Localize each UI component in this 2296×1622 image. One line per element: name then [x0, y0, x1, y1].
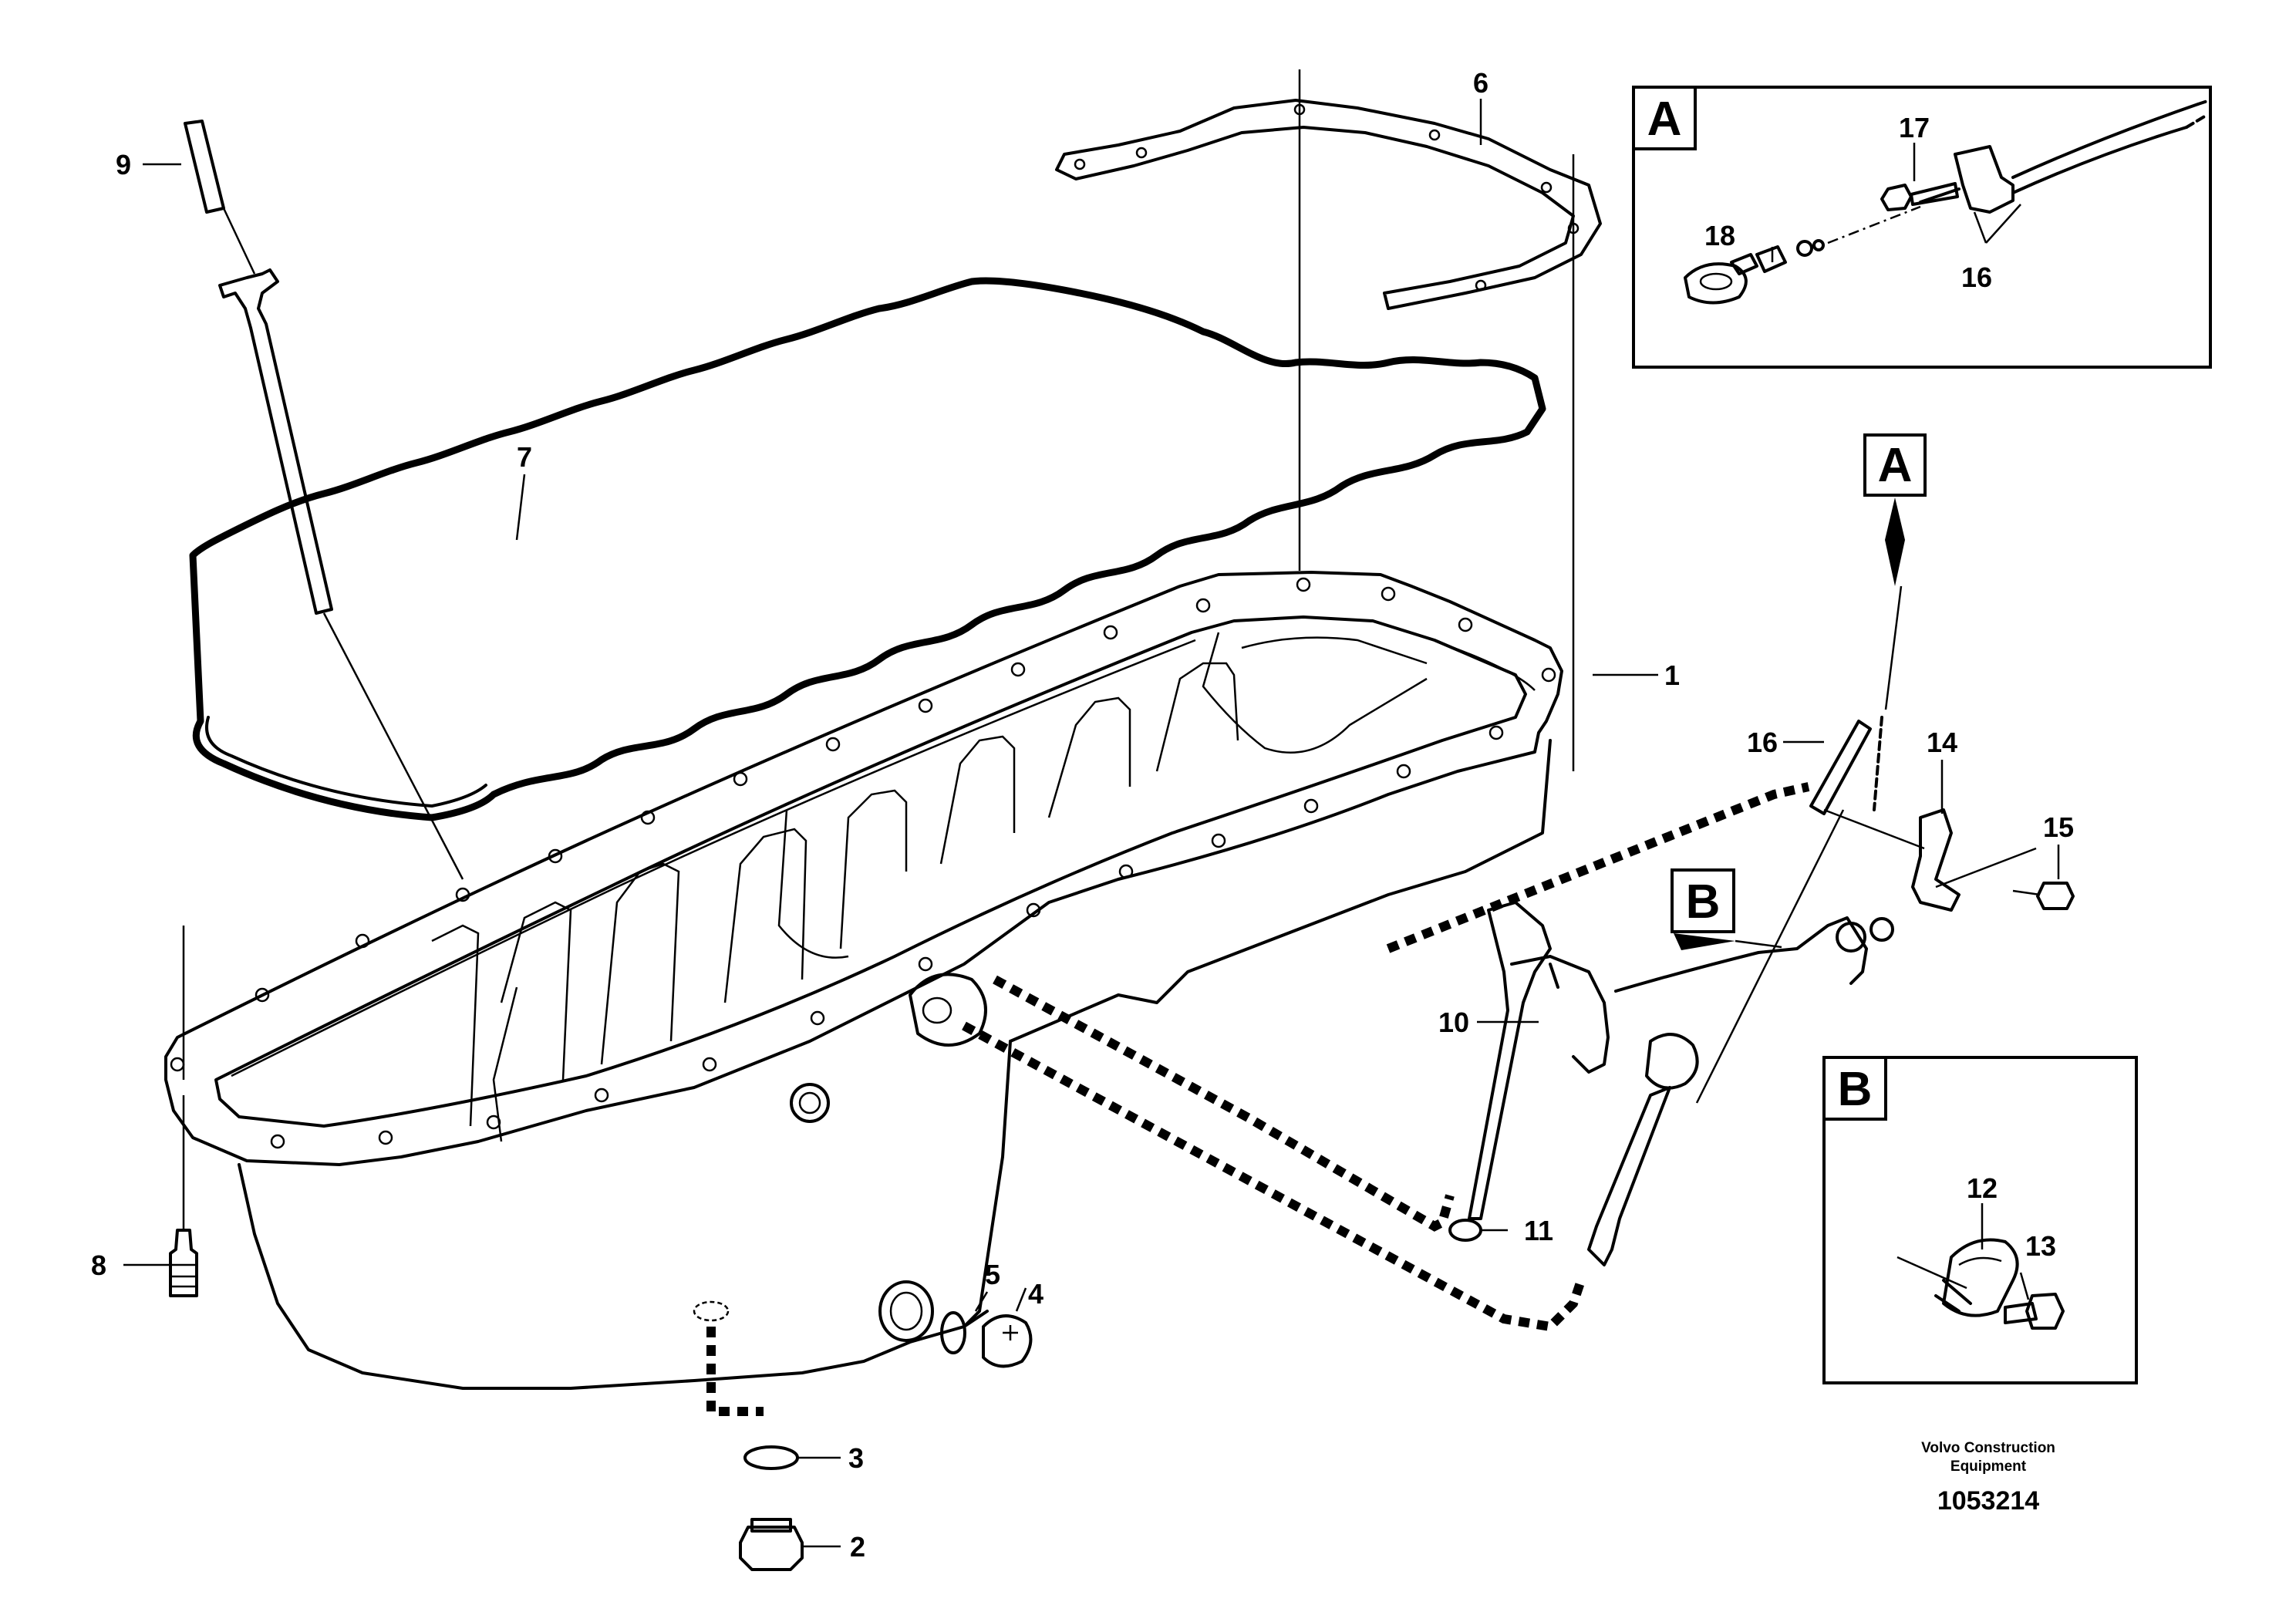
callout-4: 4 — [1028, 1278, 1043, 1310]
callout-6: 6 — [1473, 67, 1489, 99]
drawing-number: 1053214 — [1937, 1486, 2039, 1516]
svg-text:A: A — [1878, 439, 1913, 492]
oil-pan-part-1 — [164, 571, 1563, 1390]
detail-b-letter: B — [1838, 1063, 1873, 1116]
routing-dashed-lines — [962, 782, 1810, 1332]
callout-3: 3 — [848, 1442, 864, 1474]
gasket-plate-part-6 — [1055, 99, 1602, 310]
footer-credit: Volvo Construction Equipment 1053214 — [1921, 1440, 2055, 1516]
callout-1: 1 — [1664, 659, 1680, 691]
svg-text:B: B — [1686, 875, 1721, 929]
callout-9: 9 — [116, 149, 131, 180]
callout-labels: 9 6 7 1 8 10 11 3 2 5 4 16 14 15 17 18 1… — [91, 67, 2074, 1563]
callout-16-detail: 16 — [1961, 261, 1992, 293]
sensor-part-8 — [169, 926, 198, 1297]
callout-10: 10 — [1438, 1007, 1469, 1038]
callout-13: 13 — [2025, 1230, 2056, 1262]
callout-14: 14 — [1927, 727, 1957, 758]
callout-17: 17 — [1899, 112, 1930, 143]
callout-16-main: 16 — [1747, 727, 1778, 758]
dipstick-part-9 — [184, 120, 464, 880]
callout-11: 11 — [1524, 1215, 1553, 1246]
detail-b-panel: B — [1822, 1056, 2138, 1384]
leader-lines — [123, 99, 2060, 1548]
callout-5: 5 — [985, 1259, 1000, 1290]
callout-18: 18 — [1704, 220, 1735, 251]
detail-a-panel: A — [1632, 86, 2212, 369]
ref-marker-b: B — [1671, 868, 1782, 950]
drain-plug-part-2 — [706, 1327, 804, 1571]
plug-part-4-seal-part-5 — [940, 1311, 1033, 1368]
bracket-part-14 — [1823, 808, 2075, 912]
callout-8: 8 — [91, 1249, 106, 1281]
callout-7: 7 — [517, 441, 532, 473]
detail-a-letter: A — [1647, 93, 1682, 146]
footer-line-1: Volvo Construction — [1921, 1440, 2055, 1456]
ref-marker-a: A — [1863, 433, 1927, 586]
callout-2: 2 — [850, 1531, 865, 1563]
callout-15: 15 — [2043, 811, 2074, 843]
footer-line-2: Equipment — [1950, 1458, 2027, 1475]
flange-bolt-holes — [170, 577, 1556, 1149]
dipstick-tube-part-10 — [1448, 901, 1894, 1242]
gasket-part-7 — [189, 277, 1546, 821]
dipstick-part-16 — [1587, 585, 1903, 1266]
callout-12: 12 — [1967, 1172, 1998, 1204]
